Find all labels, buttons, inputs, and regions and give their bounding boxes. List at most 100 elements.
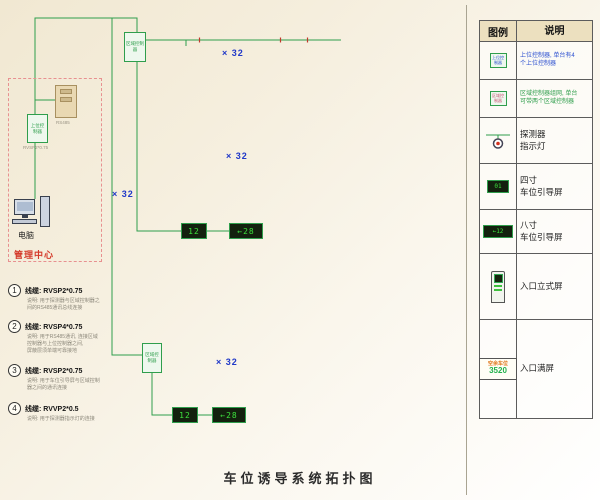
converter-slot — [60, 97, 72, 102]
kiosk-bar — [494, 288, 502, 291]
cable-spec-item-3: 3 线缆: RVSP2*0.75 说明: 用于车位引导屏与区域控制 器之间的通讯… — [8, 364, 148, 392]
display-4inch-icon: 01 — [487, 180, 509, 193]
multiplier-label: × 32 — [222, 48, 244, 58]
entry-full-screen-line2: 3520 — [489, 366, 507, 376]
multiplier-label: × 32 — [112, 189, 134, 199]
converter-slot — [60, 89, 72, 94]
management-center-label: 管理中心 — [14, 250, 55, 260]
host-controller-icon-text: 上位控制器 — [492, 54, 504, 65]
cable-notes: 说明: 用于RS485通讯, 连接区域 控制器与上位控制器之间, 屏蔽层须单端可… — [27, 334, 148, 355]
cable-spec-item-2: 2 线缆: RVSP4*0.75 说明: 用于RS485通讯, 连接区域 控制器… — [8, 320, 148, 355]
legend-desc-line: 车位引导屏 — [520, 186, 563, 197]
host-controller-label: 上位控制器 — [30, 122, 45, 134]
cable-notes: 说明: 用于探测器指示灯的连接 — [27, 416, 148, 423]
legend-icon-cell: 区域控制器 — [480, 80, 517, 117]
legend-row-host-controller: 上位控制器 上位控制器, 单台有4 个上位控制器 — [480, 42, 592, 80]
wire — [34, 17, 138, 114]
computer-tower — [40, 196, 50, 227]
legend-desc-cell: 入口满屏 — [517, 320, 592, 418]
legend-desc-cell: 入口立式屏 — [517, 254, 592, 319]
guidance-display-8inch: ←28 — [212, 407, 246, 423]
legend-row-entry-full: 空余车位 3520 入口满屏 — [479, 320, 592, 418]
guidance-display-4inch: 12 — [181, 223, 207, 239]
cable-notes: 说明: 用于车位引导屏与区域控制 器之间的通讯连接 — [27, 378, 148, 392]
cable-note-line: 屏蔽层须单端可靠接地 — [27, 348, 78, 354]
legend-row-area-controller: 区域控制器 区域控制器组网, 单台 可带两个区域控制器 — [480, 80, 592, 118]
entry-full-screen-line1: 空余车位 — [487, 360, 508, 367]
legend-desc-cell: 八寸 车位引导屏 — [517, 210, 592, 253]
cable-note-line: 说明: 用于RS485通讯, 连接区域 — [27, 334, 98, 340]
computer-monitor — [14, 199, 35, 215]
legend-desc-line: 四寸 — [520, 175, 538, 186]
legend-desc-line: 入口满屏 — [520, 363, 555, 374]
host-controller-icon: 上位控制器 — [489, 53, 507, 68]
legend-header-row: 图例 说明 — [480, 21, 592, 42]
display-8inch-icon: ←12 — [483, 225, 513, 238]
legend-desc-line: 上位控制器, 单台有4 — [520, 52, 575, 59]
cable-spec-item-1: 1 线缆: RVSP2*0.75 说明: 用于探测器与区域控制器之 间的RS48… — [8, 284, 148, 312]
display-8inch-icon-text: ←12 — [492, 228, 504, 235]
legend-icon-cell — [480, 118, 517, 163]
multiplier-label: × 32 — [226, 151, 248, 161]
computer-keyboard — [12, 219, 37, 224]
management-center-frame — [8, 78, 102, 262]
legend-icon-cell: ←12 — [480, 210, 517, 253]
multiplier-label: × 32 — [216, 357, 238, 367]
legend-desc-line: 八寸 — [520, 220, 538, 231]
legend-desc-cell: 上位控制器, 单台有4 个上位控制器 — [517, 42, 592, 79]
legend-desc-line: 车位引导屏 — [520, 231, 563, 242]
entry-full-screen-icon: 空余车位 3520 — [479, 358, 517, 380]
wire — [136, 62, 181, 232]
area-controller-icon-text: 区域控制器 — [492, 92, 504, 103]
wire — [151, 373, 172, 416]
legend-desc-cell: 探测器 指示灯 — [517, 118, 592, 163]
host-controller: 上位控制器 — [27, 114, 48, 143]
cable-label: 线缆: RVSP2*0.75 — [25, 367, 83, 375]
display-4inch-icon-text: 01 — [494, 183, 502, 190]
cable-number-badge: 2 — [8, 320, 21, 333]
guidance-display-8inch: ←28 — [229, 223, 263, 239]
cable-number-badge: 4 — [8, 402, 21, 415]
wire — [111, 18, 142, 356]
legend-desc-line: 区域控制器组网, 单台 — [520, 90, 578, 97]
legend-desc-line: 入口立式屏 — [520, 280, 563, 291]
detector-icon — [486, 134, 510, 149]
cable-label: 线缆: RVVP2*0.5 — [25, 405, 79, 413]
computer-label: 电脑 — [18, 231, 34, 240]
converter-caption: RS485 — [56, 120, 70, 125]
legend-desc-cell: 区域控制器组网, 单台 可带两个区域控制器 — [517, 80, 592, 117]
cable-number-badge: 1 — [8, 284, 21, 297]
cable-number-badge: 3 — [8, 364, 21, 377]
legend-row-entry-vertical: 入口立式屏 — [480, 254, 592, 320]
legend-icon-cell — [480, 254, 517, 319]
legend-desc-line: 个上位控制器 — [520, 60, 557, 67]
legend-desc-line: 可带两个区域控制器 — [520, 98, 575, 105]
cable-spec-item-4: 4 线缆: RVVP2*0.5 说明: 用于探测器指示灯的连接 — [8, 402, 148, 423]
legend-table: 图例 说明 上位控制器 上位控制器, 单台有4 个上位控制器 区域控制器 区域控… — [479, 20, 593, 419]
cable-label: 线缆: RVSP4*0.75 — [25, 323, 83, 331]
cable-note-line: 说明: 用于探测器与区域控制器之 — [27, 298, 100, 304]
area-controller-top-label: 区域控制器 — [126, 41, 144, 52]
legend-header-desc-col: 说明 — [544, 25, 565, 37]
legend-row-display-8inch: ←12 八寸 车位引导屏 — [480, 210, 592, 254]
area-controller-bottom-label: 区域控制器 — [145, 352, 159, 363]
diagram-title: 车位诱导系统拓扑图 — [223, 471, 377, 486]
cable-note-line: 说明: 用于探测器指示灯的连接 — [27, 416, 95, 422]
cable-label: 线缆: RVSP2*0.75 — [25, 287, 83, 295]
kiosk-screen — [493, 273, 503, 283]
legend-icon-cell: 上位控制器 — [480, 42, 517, 79]
legend-icon-cell: 空余车位 3520 — [479, 320, 517, 418]
legend-header-icon-col: 图例 — [480, 21, 517, 41]
cable-note-line: 说明: 用于车位引导屏与区域控制 — [27, 378, 100, 384]
cable-note-line: 器之间的通讯连接 — [27, 385, 68, 391]
computer-screen — [16, 201, 33, 211]
kiosk-bar — [494, 284, 502, 287]
guidance-display-4inch: 12 — [172, 407, 198, 423]
area-controller-bottom: 区域控制器 — [142, 343, 162, 373]
legend-desc-line: 指示灯 — [520, 140, 546, 151]
cable-note-line: 间的RS485通讯总线连接 — [27, 305, 83, 311]
computer-monitor-stand — [22, 215, 28, 218]
area-controller-icon: 区域控制器 — [489, 91, 507, 106]
